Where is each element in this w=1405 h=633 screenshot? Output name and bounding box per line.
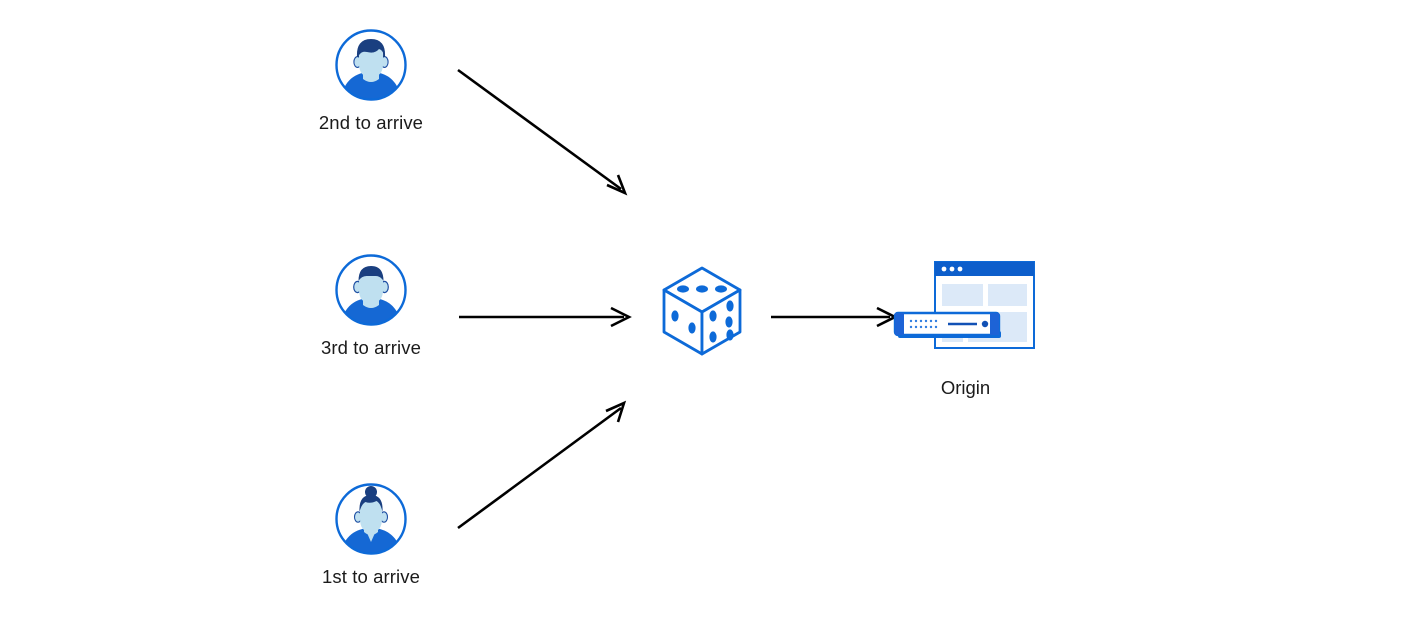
user-avatar-icon — [334, 28, 408, 102]
arrow-dice-to-origin — [771, 306, 898, 328]
dice-node[interactable] — [658, 262, 746, 362]
client-label-1st: 1st to arrive — [322, 566, 420, 587]
arrow-1st-to-dice — [457, 400, 627, 530]
origin-server-icon — [893, 261, 1035, 349]
client-label-2nd: 2nd to arrive — [318, 112, 424, 133]
client-label-3rd: 3rd to arrive — [320, 337, 421, 358]
arrow-3rd-to-dice — [459, 306, 632, 328]
client-node-1st[interactable]: 1st to arrive — [313, 482, 429, 588]
server-device-icon — [893, 311, 1001, 338]
arrow-2nd-to-dice — [457, 68, 628, 196]
origin-node[interactable] — [893, 258, 1038, 368]
user-avatar-icon — [334, 253, 408, 327]
client-node-3rd[interactable]: 3rd to arrive — [313, 253, 429, 359]
client-node-2nd[interactable]: 2nd to arrive — [313, 28, 429, 134]
user-avatar-icon — [334, 482, 408, 556]
dice-icon — [662, 266, 742, 356]
origin-label: Origin — [940, 377, 991, 398]
